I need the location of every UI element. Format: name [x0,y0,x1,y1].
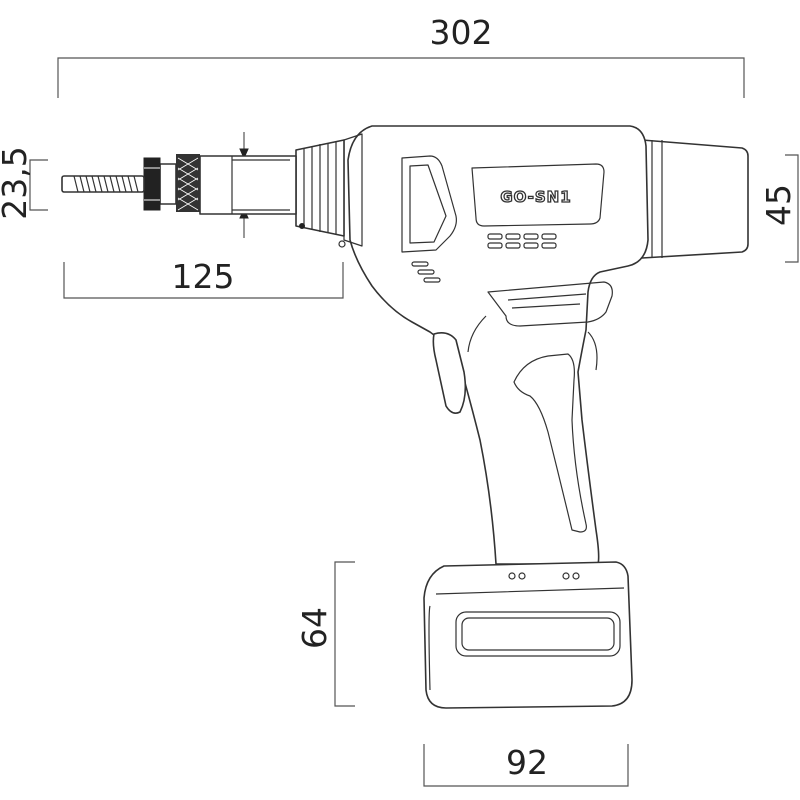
battery-indicator-4 [572,572,580,580]
dimension-line-overall [57,57,745,98]
dimension-nose-diameter: 23,5 [0,146,48,220]
mandrel-threads [73,175,139,193]
dimension-line-battery-height [334,561,355,707]
battery-indicator-1 [508,572,516,580]
battery-indicator-2 [518,572,526,580]
logo-label: GO-SN1 [500,188,571,206]
side-window [401,155,457,253]
grip-rib [507,293,587,309]
dimension-line-nose-diameter [29,159,48,211]
battery-label-inner [461,617,615,651]
hex-nut [159,163,177,205]
dimension-line-battery-width [423,744,629,787]
dimension-label-battery-height: 64 [295,607,334,649]
dimension-overall-length: 302 [57,13,745,98]
main-housing [347,125,649,565]
battery-indicator-3 [562,572,570,580]
dimension-label-overall: 302 [430,13,493,52]
knurled-nut [176,154,200,212]
battery-pack [423,561,633,709]
grip-contour [487,281,613,327]
jam-nut-edges [144,167,160,201]
rear-motor-cap [641,139,749,259]
dimension-line-motor [785,154,799,263]
tool-body: GO-SN1 [343,125,749,709]
dimension-label-battery-width: 92 [506,743,548,782]
dimension-battery-height: 64 [295,561,355,707]
knurled-pattern [177,157,199,211]
arrow-up-icon [239,148,249,160]
dimension-motor-height: 45 [759,154,799,263]
vent-slots [411,233,557,283]
trigger [432,332,467,414]
dimension-line-nose-length [63,262,344,299]
dimension-label-motor: 45 [759,184,798,226]
rear-cap-ring [651,140,663,258]
grip-inlay [513,353,587,533]
dimension-label-nose-diameter: 23,5 [0,146,34,219]
nose-assembly [61,139,345,237]
side-window-inner [409,164,447,244]
dimension-battery-width: 92 [423,743,629,787]
nose-ring-ribs [303,141,337,235]
logo-plate [471,163,605,227]
jam-nut [143,157,161,211]
nose-tube [199,155,297,215]
battery-label-panel [455,611,621,657]
grip-edge [467,315,598,371]
nose-tube-step [231,156,290,214]
nose-screw [299,223,305,229]
dimension-nose-length: 125 [63,257,344,299]
dimension-label-nose-length: 125 [172,257,235,296]
battery-top-ridge [428,587,625,691]
hinge-detail [338,240,346,248]
